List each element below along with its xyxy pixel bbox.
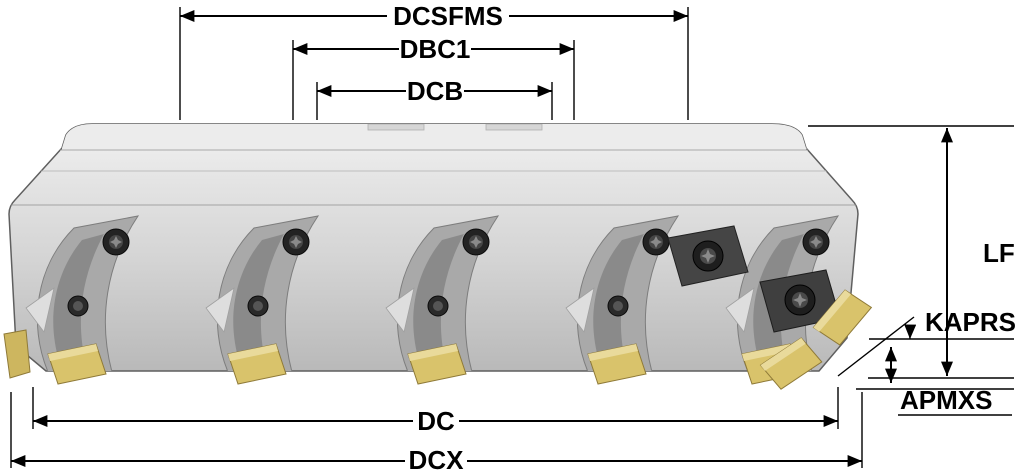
cap-notch [367,124,425,131]
torx-star-icon [793,293,807,307]
dc-label-bg [413,407,459,435]
cap-highlight [62,124,810,149]
dcx-label: DCX [409,445,465,474]
cutter-body-details [10,124,858,371]
apmxs-label: APMXS [900,385,992,415]
cutting-insert-edge [3,329,31,379]
dcb-label: DCB [407,76,463,106]
dcb-label-bg [406,77,464,105]
torx-star-icon [701,249,715,263]
dc-label: DC [417,406,455,436]
dcx-label-bg [405,447,467,474]
kaprs-angle-arc [904,323,917,340]
dbc1-label: DBC1 [400,34,471,64]
lf-label: LF [983,238,1015,268]
cap-notch [485,124,543,131]
kaprs-edge-line [837,316,915,377]
dcsfms-label: DCSFMS [393,1,503,31]
dcsfms-label-bg [387,2,509,30]
kaprs-label: KAPRS [925,307,1016,337]
dbc1-label-bg [399,35,471,63]
